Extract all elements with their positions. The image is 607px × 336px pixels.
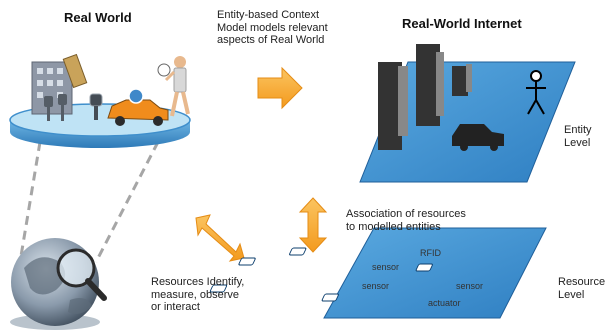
entity-person-icon (526, 70, 546, 115)
resource-device-icons (209, 247, 433, 302)
resource-level-plane (323, 227, 547, 319)
resource-tag-sensor-3: sensor (456, 281, 484, 291)
resource-tag-actuator: actuator (428, 298, 461, 308)
entity-context-annotation: Entity-based Context Model models releva… (217, 9, 328, 47)
arrow-to-internet (257, 66, 303, 110)
entity-level-label: Entity Level (564, 124, 592, 149)
globe-magnifier-illustration (10, 238, 107, 330)
zoom-cone-left-line (18, 141, 42, 263)
arrow-globe-resource (195, 214, 245, 262)
resource-level-label: Resource Level (558, 276, 606, 301)
entity-level-plane (359, 61, 576, 183)
arrow-association (298, 197, 328, 253)
resource-tag-sensor-1: sensor (372, 262, 400, 272)
zoom-cone-right-line (94, 141, 160, 263)
resource-tag-sensor-2: sensor (362, 281, 390, 291)
resources-annotation: Resources Identify, measure, observe or … (151, 276, 245, 314)
real-world-title: Real World (64, 10, 132, 25)
real-world-internet-title: Real-World Internet (402, 16, 522, 31)
entity-car-icon (452, 124, 504, 151)
real-world-scene-illustration (31, 53, 190, 126)
entity-building-icons (378, 44, 472, 150)
resource-tag-rfid: RFID (420, 248, 441, 258)
association-annotation: Association of resources to modelled ent… (346, 208, 466, 233)
